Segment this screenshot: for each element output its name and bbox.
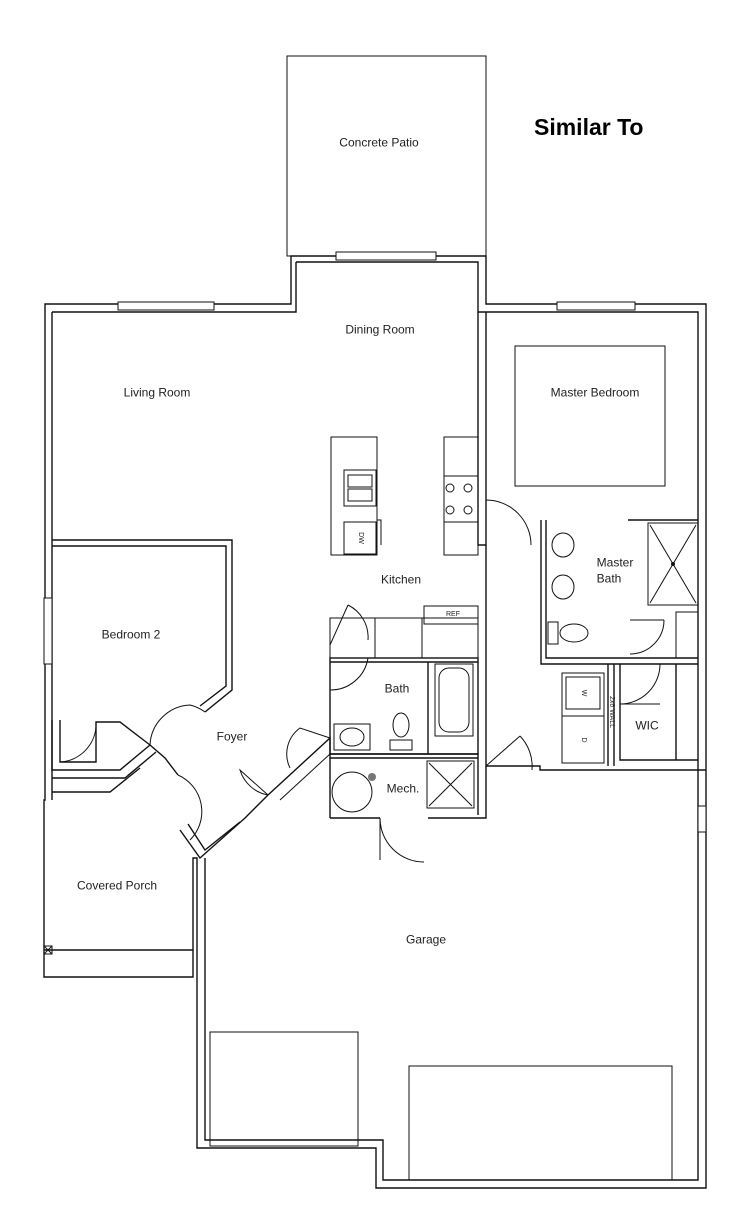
wall-note-label: 2x6 WALL xyxy=(608,695,615,729)
mech-label: Mech. xyxy=(386,781,420,796)
mech-fixtures xyxy=(331,760,475,813)
kitchen-island xyxy=(330,436,382,556)
washer-label: W xyxy=(580,689,587,697)
wic-label: WIC xyxy=(635,718,659,733)
master-bedroom-label: Master Bedroom xyxy=(550,385,640,400)
bath-fixtures xyxy=(333,663,474,751)
bedroom-2-label: Bedroom 2 xyxy=(101,627,161,642)
master-bath-label-line2: Bath xyxy=(596,571,622,586)
master-bath-label-line1: Master xyxy=(596,555,634,570)
covered-porch-label: Covered Porch xyxy=(76,878,158,893)
refrigerator-label: REF xyxy=(446,611,460,618)
range-counter xyxy=(443,436,479,556)
windows xyxy=(43,251,707,833)
kitchen-label: Kitchen xyxy=(380,572,422,587)
foyer-label: Foyer xyxy=(216,729,248,744)
dining-room-label: Dining Room xyxy=(345,322,415,337)
page-title: Similar To xyxy=(534,114,644,140)
door-swings xyxy=(59,499,665,863)
interior-walls xyxy=(51,312,706,860)
garage-label: Garage xyxy=(405,932,447,947)
dryer-label: D xyxy=(580,737,587,743)
living-room-label: Living Room xyxy=(123,385,191,400)
porch-post xyxy=(43,945,53,955)
concrete-patio-label: Concrete Patio xyxy=(339,135,419,150)
concrete-patio-slab xyxy=(286,55,487,257)
garage-doors xyxy=(209,1031,673,1181)
master-bed xyxy=(514,345,666,487)
laundry xyxy=(561,672,605,764)
dishwasher-label: DW xyxy=(357,532,364,544)
bath-label: Bath xyxy=(384,681,410,696)
master-bath-fixtures xyxy=(547,532,589,645)
